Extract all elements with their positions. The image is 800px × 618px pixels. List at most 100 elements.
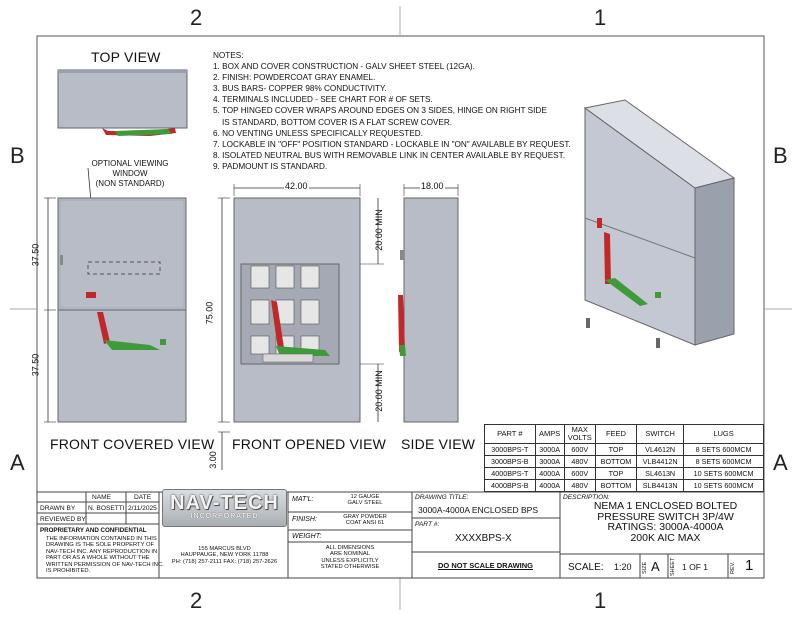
revision-value: 1: [745, 557, 754, 574]
notes-heading: NOTES:: [213, 51, 244, 60]
dimensions-note-line: STATED OTHERWISE: [320, 564, 380, 571]
part-number-label: PART #:: [415, 521, 440, 528]
column-header: AMPS: [534, 424, 565, 444]
table-cell: 3000BPS-B: [484, 455, 536, 468]
table-header-row: PART # AMPS MAX VOLTS FEED SWITCH LUGS: [484, 424, 764, 444]
table-cell: 4000BPS-B: [484, 479, 536, 492]
dimensions-note-line: ARE NOMINAL: [330, 551, 370, 558]
proprietary-line: WRITTEN PERMISSION OF NAV-TECH INC.: [46, 561, 164, 568]
finish-value: GRAY POWDER COAT ANSI 61: [325, 514, 405, 527]
material-value: 12 GAUGE GALV STEEL: [325, 494, 405, 507]
column-header: SWITCH: [636, 424, 685, 444]
proprietary-line: DRAWING IS THE SOLE PROPERTY OF: [46, 542, 155, 549]
dim-depth: 18.00: [420, 181, 445, 191]
table-cell: SLB4413N: [636, 479, 685, 492]
zone-marker-right-B: B: [773, 143, 788, 168]
table-row: 3000BPS-B 3000A 480V BOTTOM VLB4412N 8 S…: [484, 455, 764, 468]
zone-marker-left-A: A: [10, 450, 25, 475]
dimensions-note-line: ALL DIMENSIONS: [325, 545, 375, 551]
table-cell: BOTTOM: [594, 479, 638, 492]
scale-label: SCALE:: [568, 562, 604, 573]
proprietary-title: PROPRIETARY AND CONFIDENTIAL: [40, 527, 147, 534]
dim-min-top: 20.00 MIN: [373, 209, 384, 251]
table-cell: 8 SETS 600MCM: [683, 443, 764, 456]
note-line: 9. PADMOUNT IS STANDARD.: [213, 161, 328, 171]
table-cell: 3000A: [534, 443, 565, 456]
address-line: PH: (718) 257-2111 FAX: (718) 257-2626: [171, 558, 278, 565]
part-number: XXXXBPS-X: [455, 533, 512, 544]
proprietary-line: PART OR AS A WHOLE WITHOUT THE: [46, 555, 150, 562]
drawing-title: 3000A-4000A ENCLOSED BPS: [418, 505, 539, 515]
dim-height: 75.00: [204, 301, 215, 325]
zone-marker-top-1: 1: [594, 5, 607, 30]
table-cell: 4000A: [534, 479, 565, 492]
proprietary-line: NAV-TECH INC. ANY REPRODUCTION IN: [46, 548, 158, 555]
logo-wordmark: NAV-TECH: [170, 492, 279, 514]
finish-line: COAT ANSI 61: [345, 520, 385, 527]
note-line: 4. TERMINALS INCLUDED - SEE CHART FOR # …: [213, 95, 433, 105]
drawing-title-label: DRAWING TITLE:: [415, 494, 469, 501]
dim-min-bottom: 20.00 MIN: [373, 370, 384, 412]
note-line: 1. BOX AND COVER CONSTRUCTION - GALV SHE…: [213, 62, 475, 72]
logo-subtitle: INCORPORATED: [190, 513, 259, 520]
note-line: 6. NO VENTING UNLESS SPECIFICALLY REQUES…: [213, 128, 423, 138]
weight-label: WEIGHT:: [292, 533, 322, 540]
description-line: NEMA 1 ENCLOSED BOLTED: [593, 500, 738, 512]
view-title-top: TOP VIEW: [91, 49, 161, 65]
table-cell: VL4612N: [636, 443, 685, 456]
zone-marker-bottom-1: 1: [594, 588, 607, 613]
table-row: 3000BPS-T 3000A 600V TOP VL4612N 8 SETS …: [484, 443, 764, 456]
callout-line: WINDOW: [112, 169, 148, 178]
table-cell: TOP: [594, 443, 638, 456]
table-cell: 600V: [563, 467, 596, 480]
table-cell: 600V: [563, 443, 596, 456]
description: NEMA 1 ENCLOSED BOLTED PRESSURE SWITCH 3…: [568, 501, 763, 543]
reviewed-by-label: REVIEWED BY: [40, 516, 86, 523]
drawn-by-label: DRAWN BY: [40, 505, 76, 512]
company-logo: NAV-TECH INCORPORATED: [162, 489, 287, 527]
dim-pad: 3.00: [207, 451, 218, 469]
company-address: 155 MARCUS BLVD HAUPPAUGE, NEW YORK 1178…: [162, 546, 287, 565]
proprietary-line: THE INFORMATION CONTAINED IN THIS: [46, 536, 157, 542]
scale-value: 1:20: [614, 562, 632, 572]
material-label: MAT'L:: [292, 496, 314, 503]
column-header: LUGS: [683, 424, 764, 444]
proprietary-line: IS PROHIBITED.: [46, 568, 91, 575]
note-line: 7. LOCKABLE IN "OFF" POSITION STANDARD -…: [213, 139, 571, 149]
proprietary-text: THE INFORMATION CONTAINED IN THIS DRAWIN…: [46, 536, 164, 574]
dim-lower-half: 37.50: [30, 353, 41, 377]
table-cell: 8 SETS 600MCM: [683, 455, 764, 468]
table-cell: 480V: [563, 479, 596, 492]
dimensions-note-line: UNLESS EXPLICITLY: [321, 557, 379, 564]
viewing-window-callout: OPTIONAL VIEWING WINDOW (NON STANDARD): [85, 159, 175, 189]
size-value: A: [651, 559, 660, 574]
note-line: 8. ISOLATED NEUTRAL BUS WITH REMOVABLE L…: [213, 150, 565, 160]
finish-label: FINISH:: [292, 516, 317, 523]
table-cell: VLB4412N: [636, 455, 685, 468]
table-row: 4000BPS-B 4000A 480V BOTTOM SLB4413N 10 …: [484, 479, 764, 492]
column-header: PART #: [484, 424, 536, 444]
no-scale-warning: DO NOT SCALE DRAWING: [438, 561, 533, 570]
zone-marker-bottom-2: 2: [190, 588, 203, 613]
description-label: DESCRIPTION:: [563, 494, 610, 501]
material-line: GALV STEEL: [347, 500, 383, 507]
view-title-front-covered: FRONT COVERED VIEW: [50, 436, 215, 452]
table-cell: 4000A: [534, 467, 565, 480]
table-cell: 4000BPS-T: [484, 467, 536, 480]
table-cell: 3000A: [534, 455, 565, 468]
table-cell: TOP: [594, 467, 638, 480]
callout-line: (NON STANDARD): [95, 179, 165, 188]
finish-line: GRAY POWDER: [343, 514, 387, 520]
table-cell: 3000BPS-T: [484, 443, 536, 456]
view-title-front-opened: FRONT OPENED VIEW: [232, 436, 387, 452]
name-header: NAME: [92, 494, 112, 501]
zone-marker-left-B: B: [10, 143, 25, 168]
note-line: 3. BUS BARS- COPPER 98% CONDUCTIVITY.: [213, 84, 387, 94]
material-line: 12 GAUGE: [350, 494, 380, 500]
view-title-side: SIDE VIEW: [401, 436, 476, 452]
dim-width: 42.00: [284, 181, 309, 191]
table-row: 4000BPS-T 4000A 600V TOP SL4613N 10 SETS…: [484, 467, 764, 480]
sheet-value: 1 OF 1: [682, 562, 708, 572]
dimensions-note: ALL DIMENSIONS ARE NOMINAL UNLESS EXPLIC…: [300, 545, 400, 571]
